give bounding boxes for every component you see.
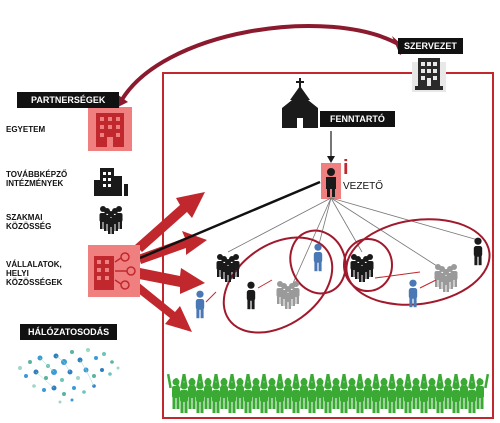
community-ellipses	[222, 218, 491, 334]
green-community-row	[166, 373, 490, 413]
leader-link-line	[139, 180, 321, 260]
partnerships-tag: PARTNERSÉGEK	[17, 92, 120, 108]
university-icon	[88, 107, 132, 151]
networking-tag: HÁLÓZATOSODÁS	[20, 324, 118, 340]
partner-arrows	[133, 192, 207, 332]
community-label: SZAKMAI KÖZÖSSÉG	[6, 213, 52, 231]
university-label: EGYETEM	[6, 125, 46, 134]
training-label: TOVÁBBKÉPZŐ INTÉZMÉNYEK	[6, 170, 68, 188]
maintainer-tag: FENNTARTÓ	[320, 111, 395, 127]
staff-groups	[195, 237, 483, 319]
partnership-curve-arrow	[112, 24, 408, 110]
hierarchy-lines	[227, 197, 479, 291]
companies-label: VÁLLALATOK, HELYI KÖZÖSSÉGEK	[6, 260, 63, 287]
leader-mark: i	[343, 157, 349, 179]
organization-frame	[162, 72, 494, 419]
network-dots-icon	[18, 348, 120, 404]
church-icon	[282, 78, 318, 128]
city-icon	[94, 168, 128, 196]
organization-building-icon	[412, 58, 446, 92]
organization-tag: SZERVEZET	[398, 38, 463, 54]
leader-label: VEZETŐ	[343, 181, 384, 192]
building-network-icon	[88, 245, 140, 297]
leader-icon	[321, 163, 341, 199]
people-group-icon	[100, 206, 123, 234]
